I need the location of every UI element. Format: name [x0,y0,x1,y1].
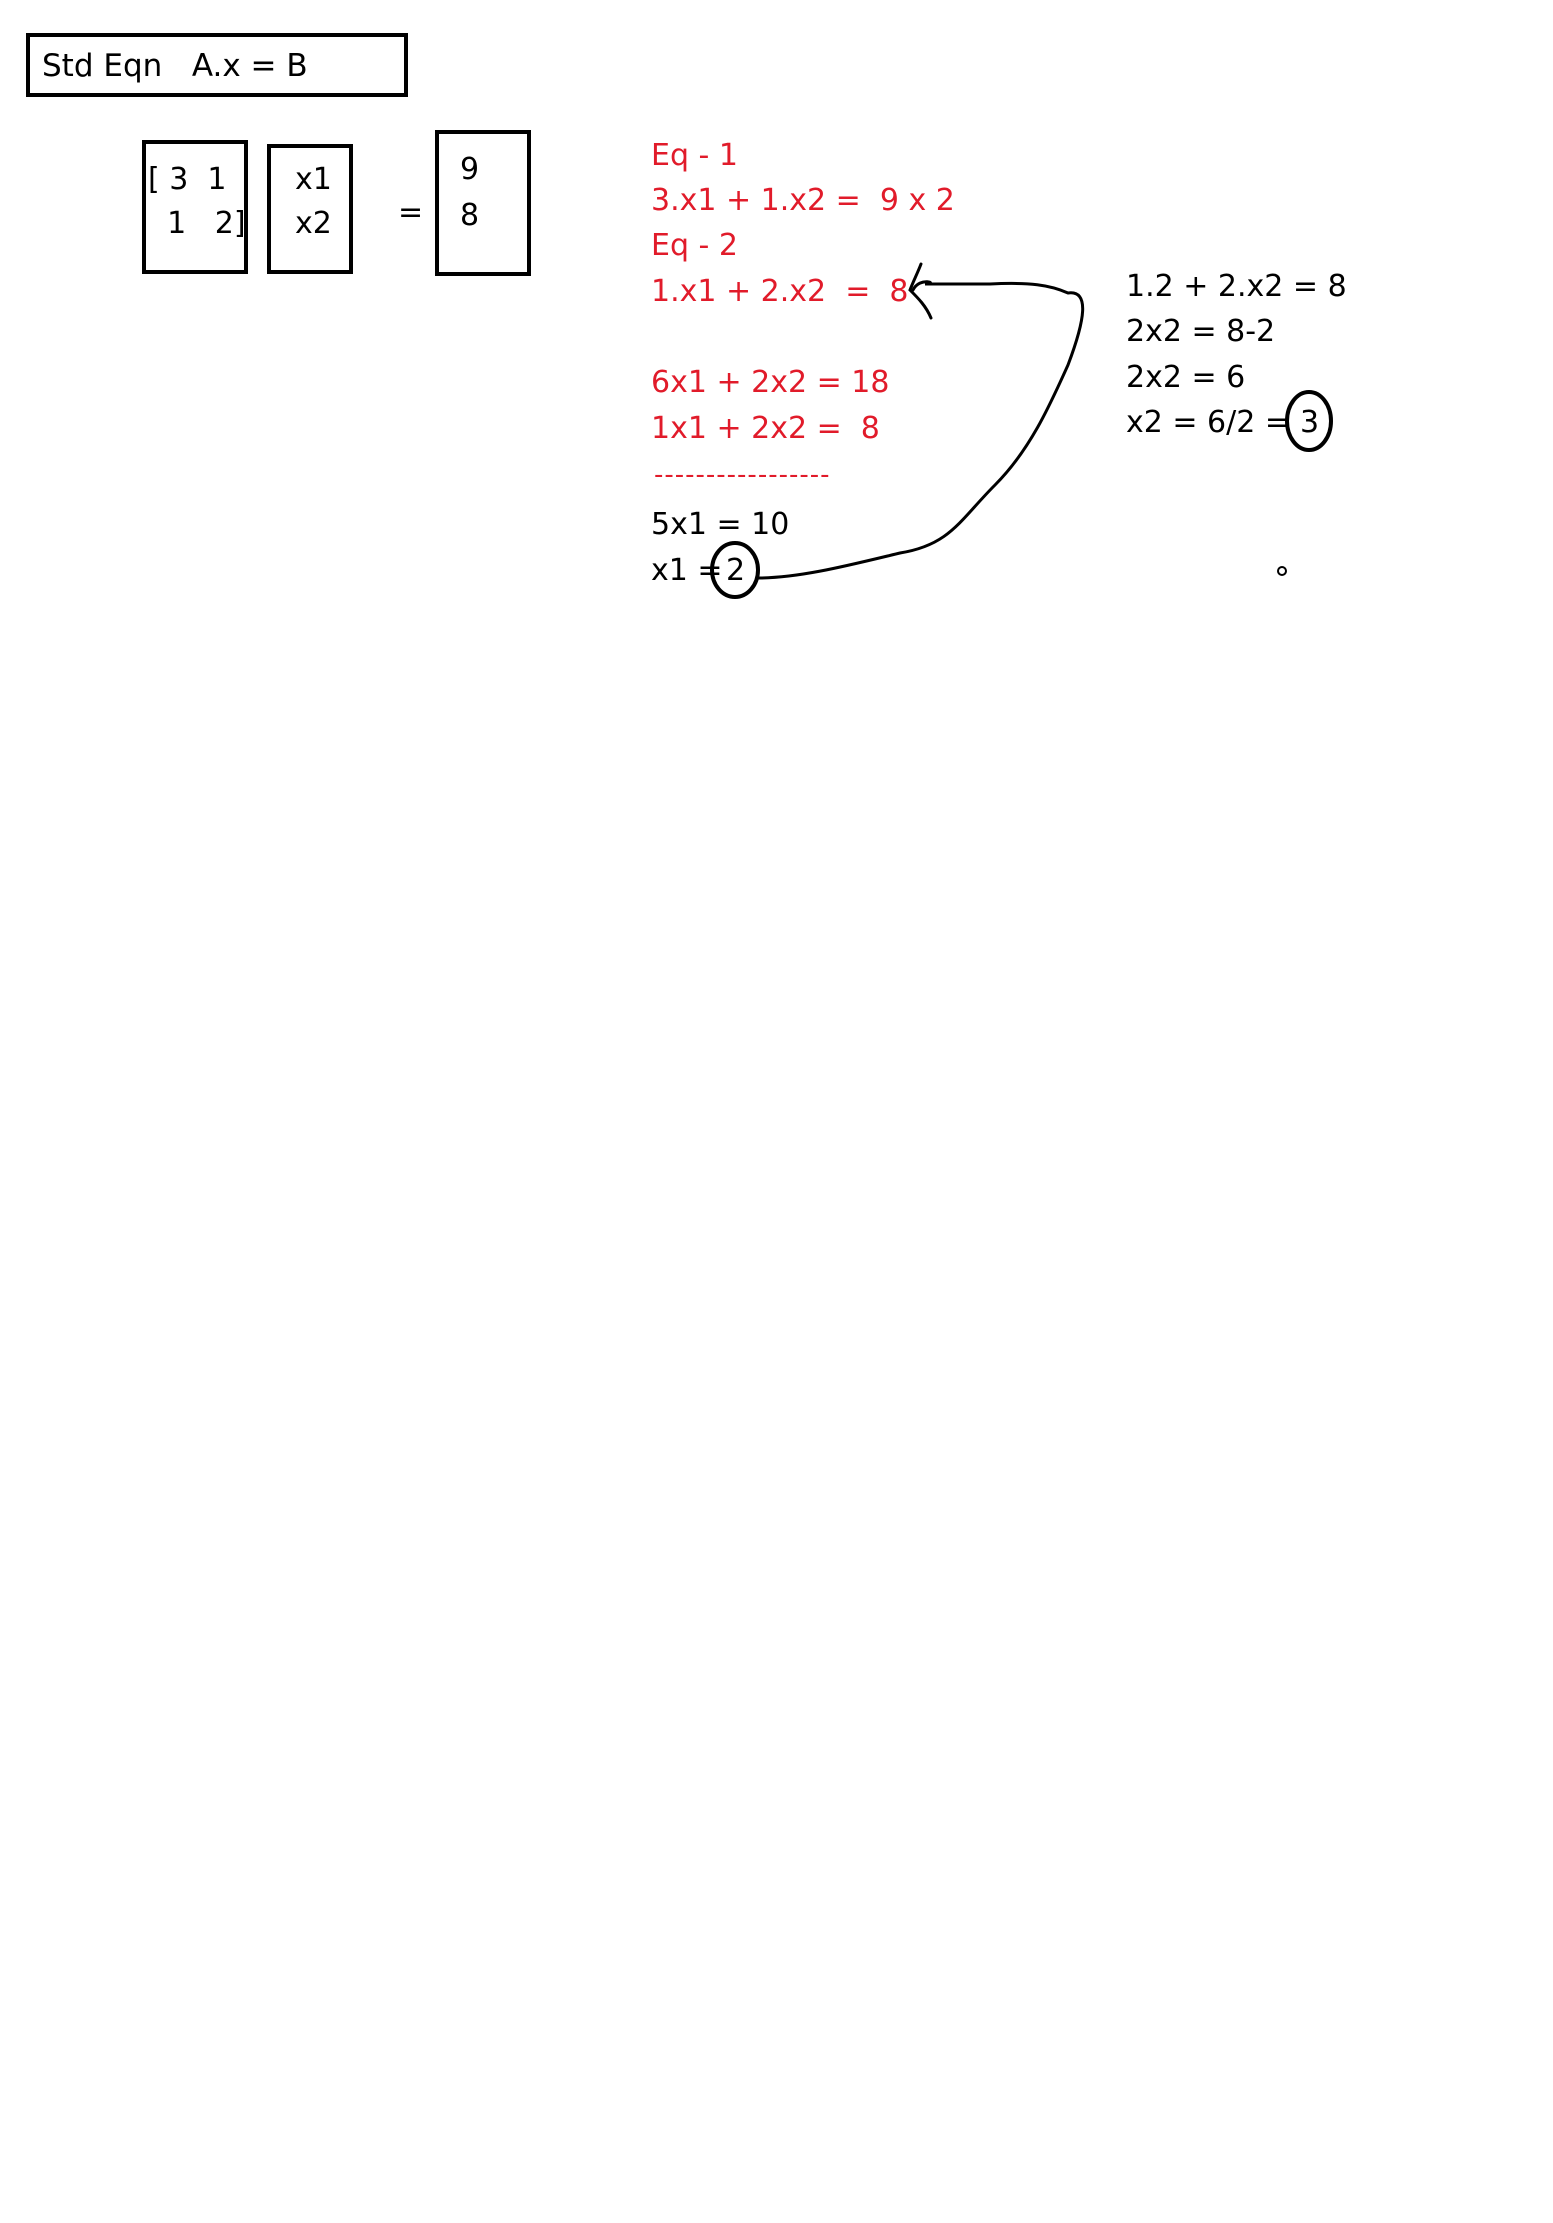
substitution-line-3: 2x2 = 6 [1126,360,1246,395]
substitution-line-2: 2x2 = 8-2 [1126,314,1276,349]
eq2: 1.x1 + 2.x2 = 8 [651,274,909,309]
title-box [26,33,408,97]
equals-sign: = [398,195,424,230]
vector-x-row-2: x2 [295,206,332,241]
x2-answer: 3 [1300,405,1320,440]
scaled-eq1: 6x1 + 2x2 = 18 [651,365,890,400]
vector-b-row-1: 9 [460,152,480,187]
eq1: 3.x1 + 1.x2 = 9 x 2 [651,183,955,218]
matrix-a-row-2: 1 2] [148,206,246,241]
eq2-label: Eq - 2 [651,228,738,263]
elimination-result: 5x1 = 10 [651,507,790,542]
matrix-a-box [142,140,248,274]
matrix-a-row-1: [ 3 1 [148,162,227,197]
stray-dot [1277,566,1287,576]
vector-b-box [435,130,531,276]
subtraction-line: ----------------- [654,460,831,490]
x1-answer: 2 [726,553,746,588]
vector-x-box [267,144,353,274]
arrow-head [908,262,933,320]
x1-equation: x1 = [651,553,723,588]
substitution-line-4: x2 = 6/2 = [1126,405,1291,440]
page-title: Std Eqn A.x = B [42,48,308,84]
eq1-label: Eq - 1 [651,138,738,173]
scaled-eq2: 1x1 + 2x2 = 8 [651,411,880,446]
vector-b-row-2: 8 [460,198,480,233]
vector-x-row-1: x1 [295,162,332,197]
substitution-line-1: 1.2 + 2.x2 = 8 [1126,269,1347,304]
